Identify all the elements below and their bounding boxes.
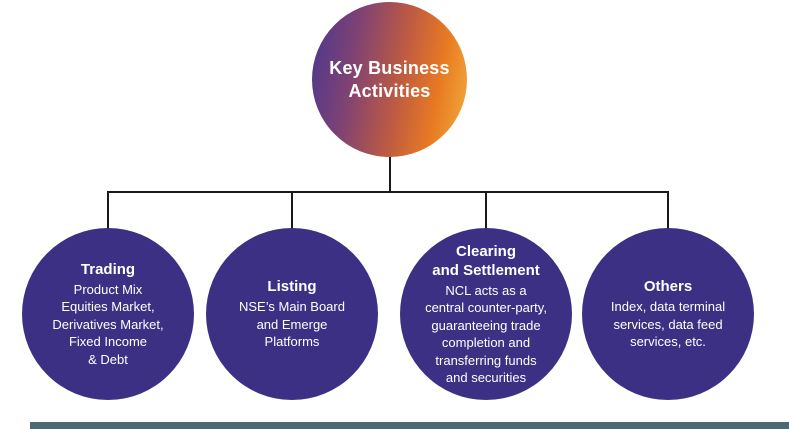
node-clearing-settlement-body: NCL acts as a central counter-party, gua… [425, 282, 547, 386]
connector-horizontal-rail [107, 191, 669, 193]
connector-root-stem [389, 155, 391, 193]
node-others: Others Index, data terminal services, da… [582, 228, 754, 400]
connector-drop-listing [291, 191, 293, 230]
node-listing: Listing NSE’s Main Board and Emerge Plat… [206, 228, 378, 400]
node-clearing-settlement-title: Clearing and Settlement [432, 242, 540, 279]
node-trading-title: Trading [80, 260, 136, 278]
connector-drop-clearing-settlement [485, 191, 487, 230]
node-listing-title: Listing [267, 278, 317, 296]
connector-drop-trading [107, 191, 109, 230]
node-others-title: Others [643, 278, 693, 296]
connector-drop-others [667, 191, 669, 230]
root-node-title: Key Business Activities [329, 57, 450, 101]
node-others-body: Index, data terminal services, data feed… [610, 299, 726, 350]
node-clearing-settlement: Clearing and Settlement NCL acts as a ce… [400, 228, 572, 400]
bottom-divider-bar [30, 422, 789, 429]
node-listing-body: NSE’s Main Board and Emerge Platforms [239, 299, 345, 350]
root-node-key-business-activities: Key Business Activities [312, 2, 467, 157]
node-trading-body: Product Mix Equities Market, Derivatives… [52, 281, 164, 367]
node-trading: Trading Product Mix Equities Market, Der… [22, 228, 194, 400]
